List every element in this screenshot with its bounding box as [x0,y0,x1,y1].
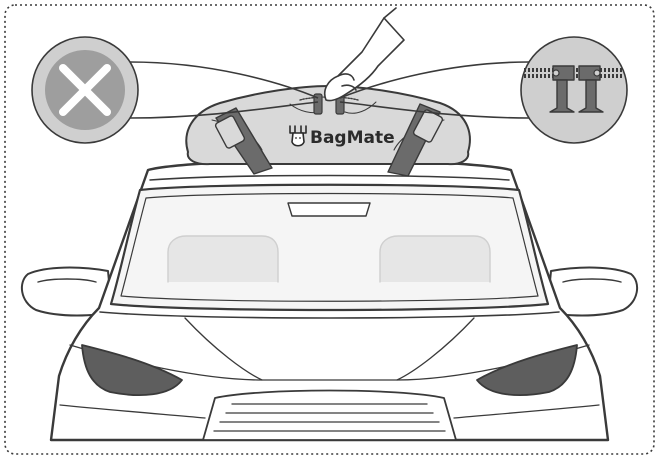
roof-bag: BagMate [185,85,471,177]
zipper-pulls-icon [524,65,624,113]
right-headlight [476,344,578,397]
left-callout [31,36,139,144]
car [20,158,639,442]
right-callout-circle [520,36,628,144]
left-buckle [214,115,246,149]
grille [202,389,457,441]
right-callout [520,36,628,144]
left-seat [167,235,279,283]
callout-lines [129,61,530,119]
right-mirror [546,266,639,317]
right-seat [379,235,491,283]
moose-head-icon [289,125,307,147]
left-headlight [81,344,183,397]
zipper-pull-left [313,93,323,115]
brand-name: BagMate [310,128,395,148]
left-mirror [20,266,113,317]
hand-illustration [323,7,405,102]
zipper-track [299,96,359,101]
x-mark-icon [45,50,125,130]
rearview-mirror [287,202,371,217]
